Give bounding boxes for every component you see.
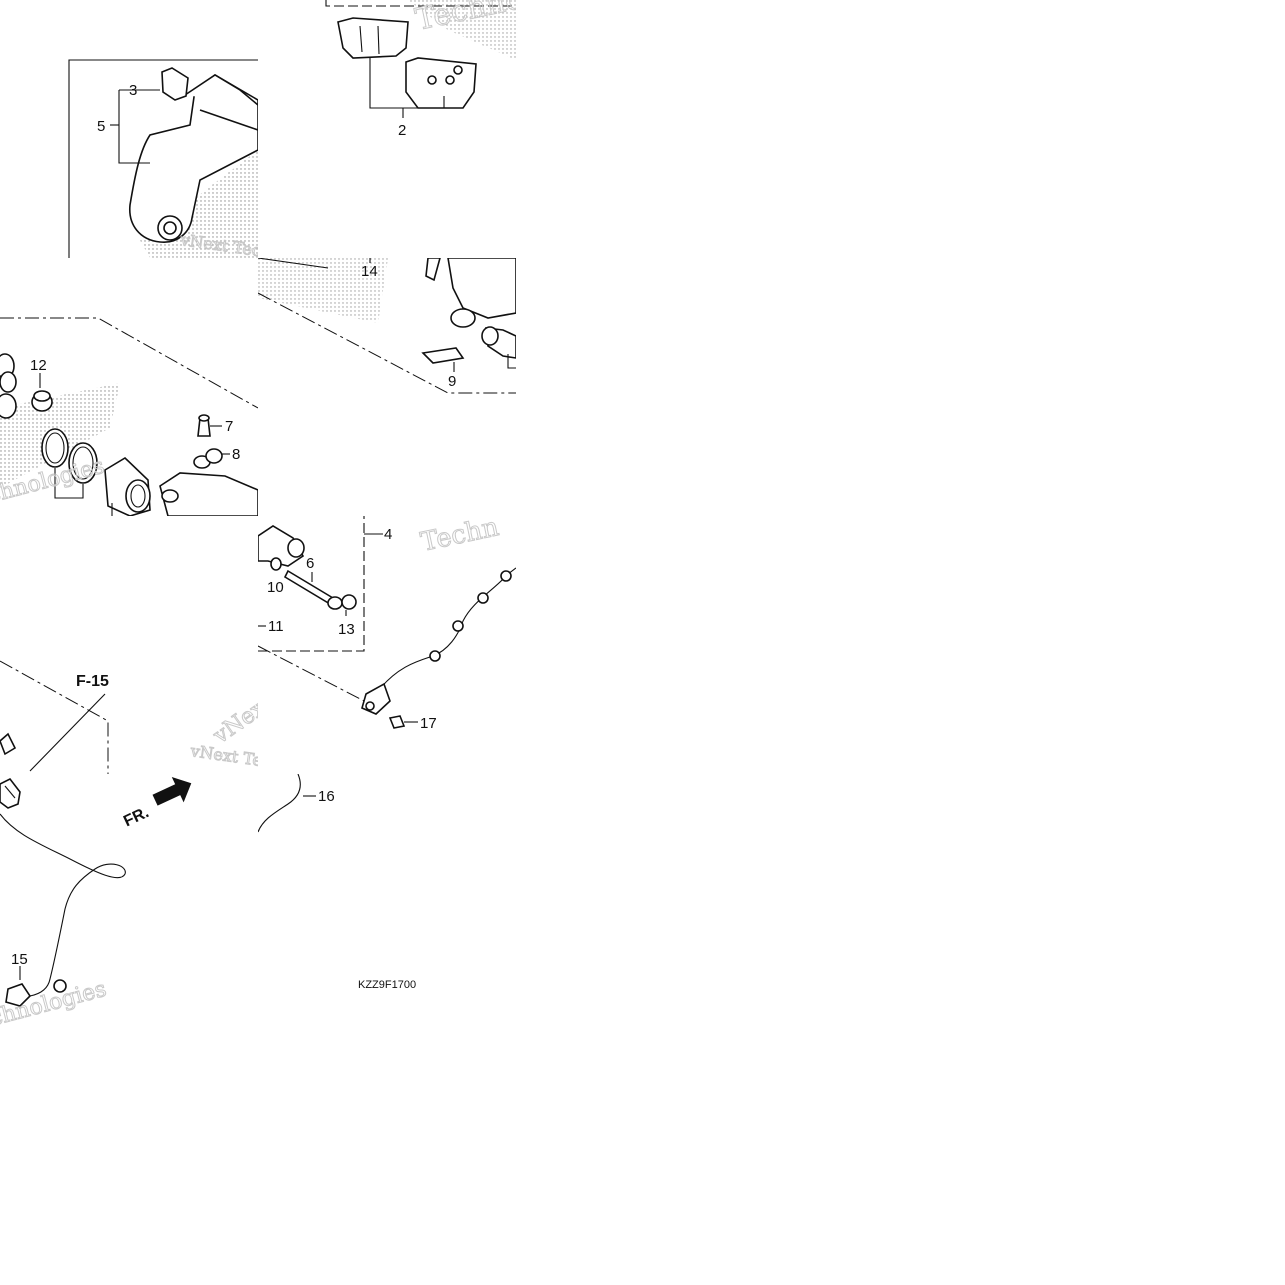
pin-plug-icon [341,594,357,610]
code-drawing: 16 KZZ9F1700 [258,774,416,991]
pin-bolt-icon [283,569,335,606]
callout-2: 2 [398,122,406,139]
caliper-body-icon [159,472,258,516]
callout-11: 11 [268,618,284,635]
shading-area [408,0,516,60]
tile-bracket: 3 5 vNext Tec [0,0,258,258]
reference-label: F-15 [76,673,109,690]
sensor-wire-icon [0,813,126,997]
callout-6: 6 [306,555,314,572]
tile-harness: 15 FR. chnologies [0,774,258,1032]
front-direction-arrow: FR. [121,776,192,830]
tile-pins-sensor: Techn 4 6 10 13 11 [258,516,516,774]
piston-drawing: 12 7 8 chnologies [0,317,258,516]
caliper-assembly-icon [447,258,516,319]
harness-drawing: 15 FR. chnologies [0,776,192,1032]
tile-caliper: 14 9 [258,258,516,516]
pad-spring-icon [161,67,189,101]
callout-13: 13 [338,621,355,638]
connector-icon [0,777,21,809]
callout-10: 10 [267,579,284,596]
brake-pad-icon [405,57,477,109]
callout-16: 15 [11,951,28,968]
caliper-drawing: 14 9 [258,258,516,394]
shading-area [258,258,388,323]
callout-9: 9 [448,373,456,390]
callout-15: 16 [318,788,335,805]
dust-seal-icon [68,442,98,484]
connector-icon [0,732,17,756]
pins-sensor-drawing: Techn 4 6 10 13 11 [258,516,516,732]
callout-4: 4 [384,526,392,543]
bracket-drawing: 3 5 vNext Tec [68,59,258,258]
wire-clamp-icon [5,983,32,1007]
callout-14: 14 [361,263,378,280]
callout-12: 12 [30,357,47,374]
callout-5: 5 [97,118,105,135]
caliper-bracket-icon [129,74,258,243]
callout-17: 17 [420,715,437,732]
watermark-text: Techn [418,516,502,558]
brake-pad-icon [337,17,409,59]
wheel-speed-sensor-icon [361,682,391,715]
pads-drawing: Technologies 2 [325,0,516,139]
callout-8: 8 [232,446,240,463]
sensor-wire-icon [377,567,516,692]
sensor-wire-icon [258,774,301,833]
callout-7: 7 [225,418,233,435]
connector-drawing: F-15 vNext Tec vNext [0,660,258,774]
retainer-clip-icon [421,347,465,364]
diagram-code: KZZ9F1700 [358,979,416,991]
tile-piston: 12 7 8 chnologies [0,258,258,516]
tile-code: 16 KZZ9F1700 [258,774,516,1032]
sensor-bolt-icon [388,715,406,729]
watermark-text: vNext [208,691,258,750]
washer-icon [270,557,282,571]
callout-3: 3 [129,82,137,99]
tile-connector: F-15 vNext Tec vNext [0,516,258,774]
direction-label: FR. [121,804,152,830]
tile-pads: Technologies 2 [258,0,516,258]
